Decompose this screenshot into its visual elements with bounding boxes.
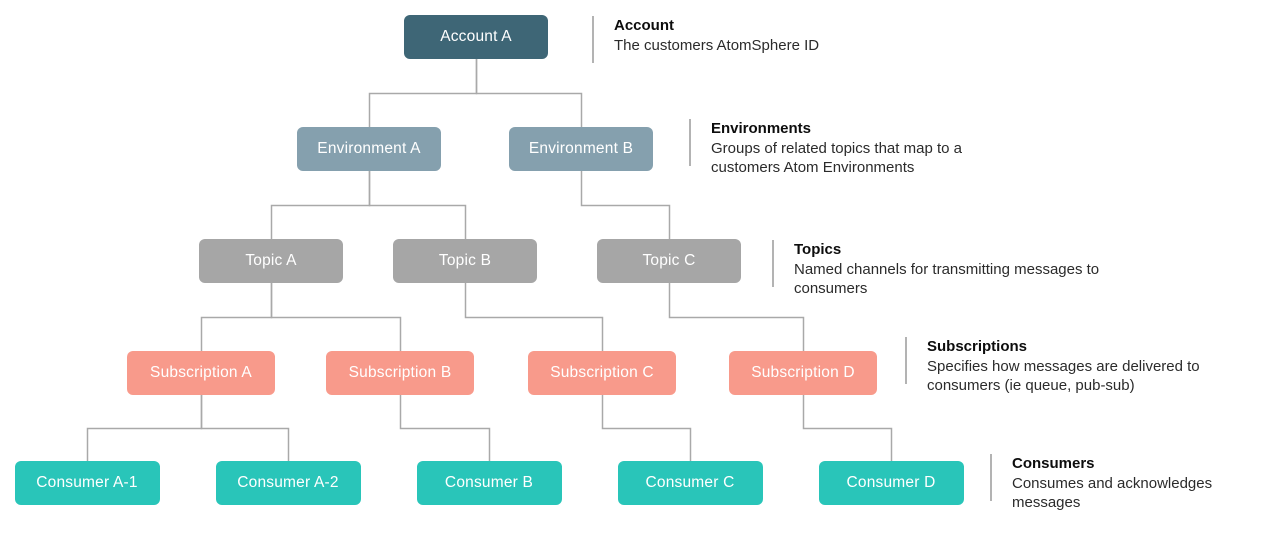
edge-subscription-a-to-consumer-a-2: [200, 395, 290, 461]
edge-environment-a-to-topic-b: [368, 171, 467, 239]
node-consumer-c: Consumer C: [617, 461, 763, 505]
node-topic-c: Topic C: [597, 239, 741, 283]
annotation-body-line: Specifies how messages are delivered to: [927, 357, 1200, 375]
node-topic-b: Topic B: [393, 239, 537, 283]
annotation-title: Consumers: [1012, 455, 1095, 472]
node-subscription-b: Subscription B: [326, 351, 474, 395]
annotation-body-line: Named channels for transmitting messages…: [794, 260, 1100, 278]
edge-topic-a-to-subscription-a: [200, 283, 273, 351]
edge-environment-b-to-topic-c: [580, 171, 671, 239]
node-subscription-a: Subscription A: [127, 351, 275, 395]
annotation-body-line: messages: [1012, 494, 1081, 511]
annotation-divider: [592, 16, 594, 63]
annotation-title: Environments: [711, 120, 812, 137]
annotation-body-line: The customers AtomSphere ID: [614, 36, 820, 54]
annotation-body-line: customers Atom Environments: [711, 159, 915, 176]
node-consumer-a-1: Consumer A-1: [14, 461, 160, 505]
annotation-body-line: Consumes and acknowledges: [1012, 474, 1213, 492]
node-consumer-d: Consumer D: [818, 461, 964, 505]
edge-subscription-b-to-consumer-b: [399, 395, 491, 461]
annotation-title: Subscriptions: [927, 338, 1028, 355]
edge-topic-b-to-subscription-c: [464, 283, 604, 351]
edge-topic-a-to-subscription-b: [270, 283, 402, 351]
node-account-a: Account A: [404, 15, 548, 59]
annotation-divider: [689, 119, 691, 166]
node-consumer-a-2: Consumer A-2: [215, 461, 361, 505]
annotation-divider: [990, 454, 992, 501]
annotation-body-line: consumers (ie queue, pub-sub): [927, 377, 1135, 394]
annotation-divider: [905, 337, 907, 384]
edge-account-a-to-environment-b: [475, 59, 583, 127]
edge-subscription-c-to-consumer-c: [601, 395, 692, 461]
annotation-title: Topics: [794, 241, 842, 258]
node-environment-b: Environment B: [509, 127, 653, 171]
node-subscription-d: Subscription D: [729, 351, 877, 395]
edge-subscription-a-to-consumer-a-1: [86, 395, 203, 461]
node-topic-a: Topic A: [199, 239, 343, 283]
edge-account-a-to-environment-a: [368, 59, 478, 127]
annotation-title: Account: [614, 17, 674, 34]
annotation-body-line: Groups of related topics that map to a: [711, 139, 962, 157]
annotation-body-line: consumers: [794, 280, 868, 297]
node-environment-a: Environment A: [297, 127, 441, 171]
node-subscription-c: Subscription C: [528, 351, 676, 395]
node-consumer-b: Consumer B: [416, 461, 562, 505]
edge-environment-a-to-topic-a: [270, 171, 371, 239]
annotation-divider: [772, 240, 774, 287]
edge-topic-c-to-subscription-d: [668, 283, 805, 351]
edge-subscription-d-to-consumer-d: [802, 395, 893, 461]
